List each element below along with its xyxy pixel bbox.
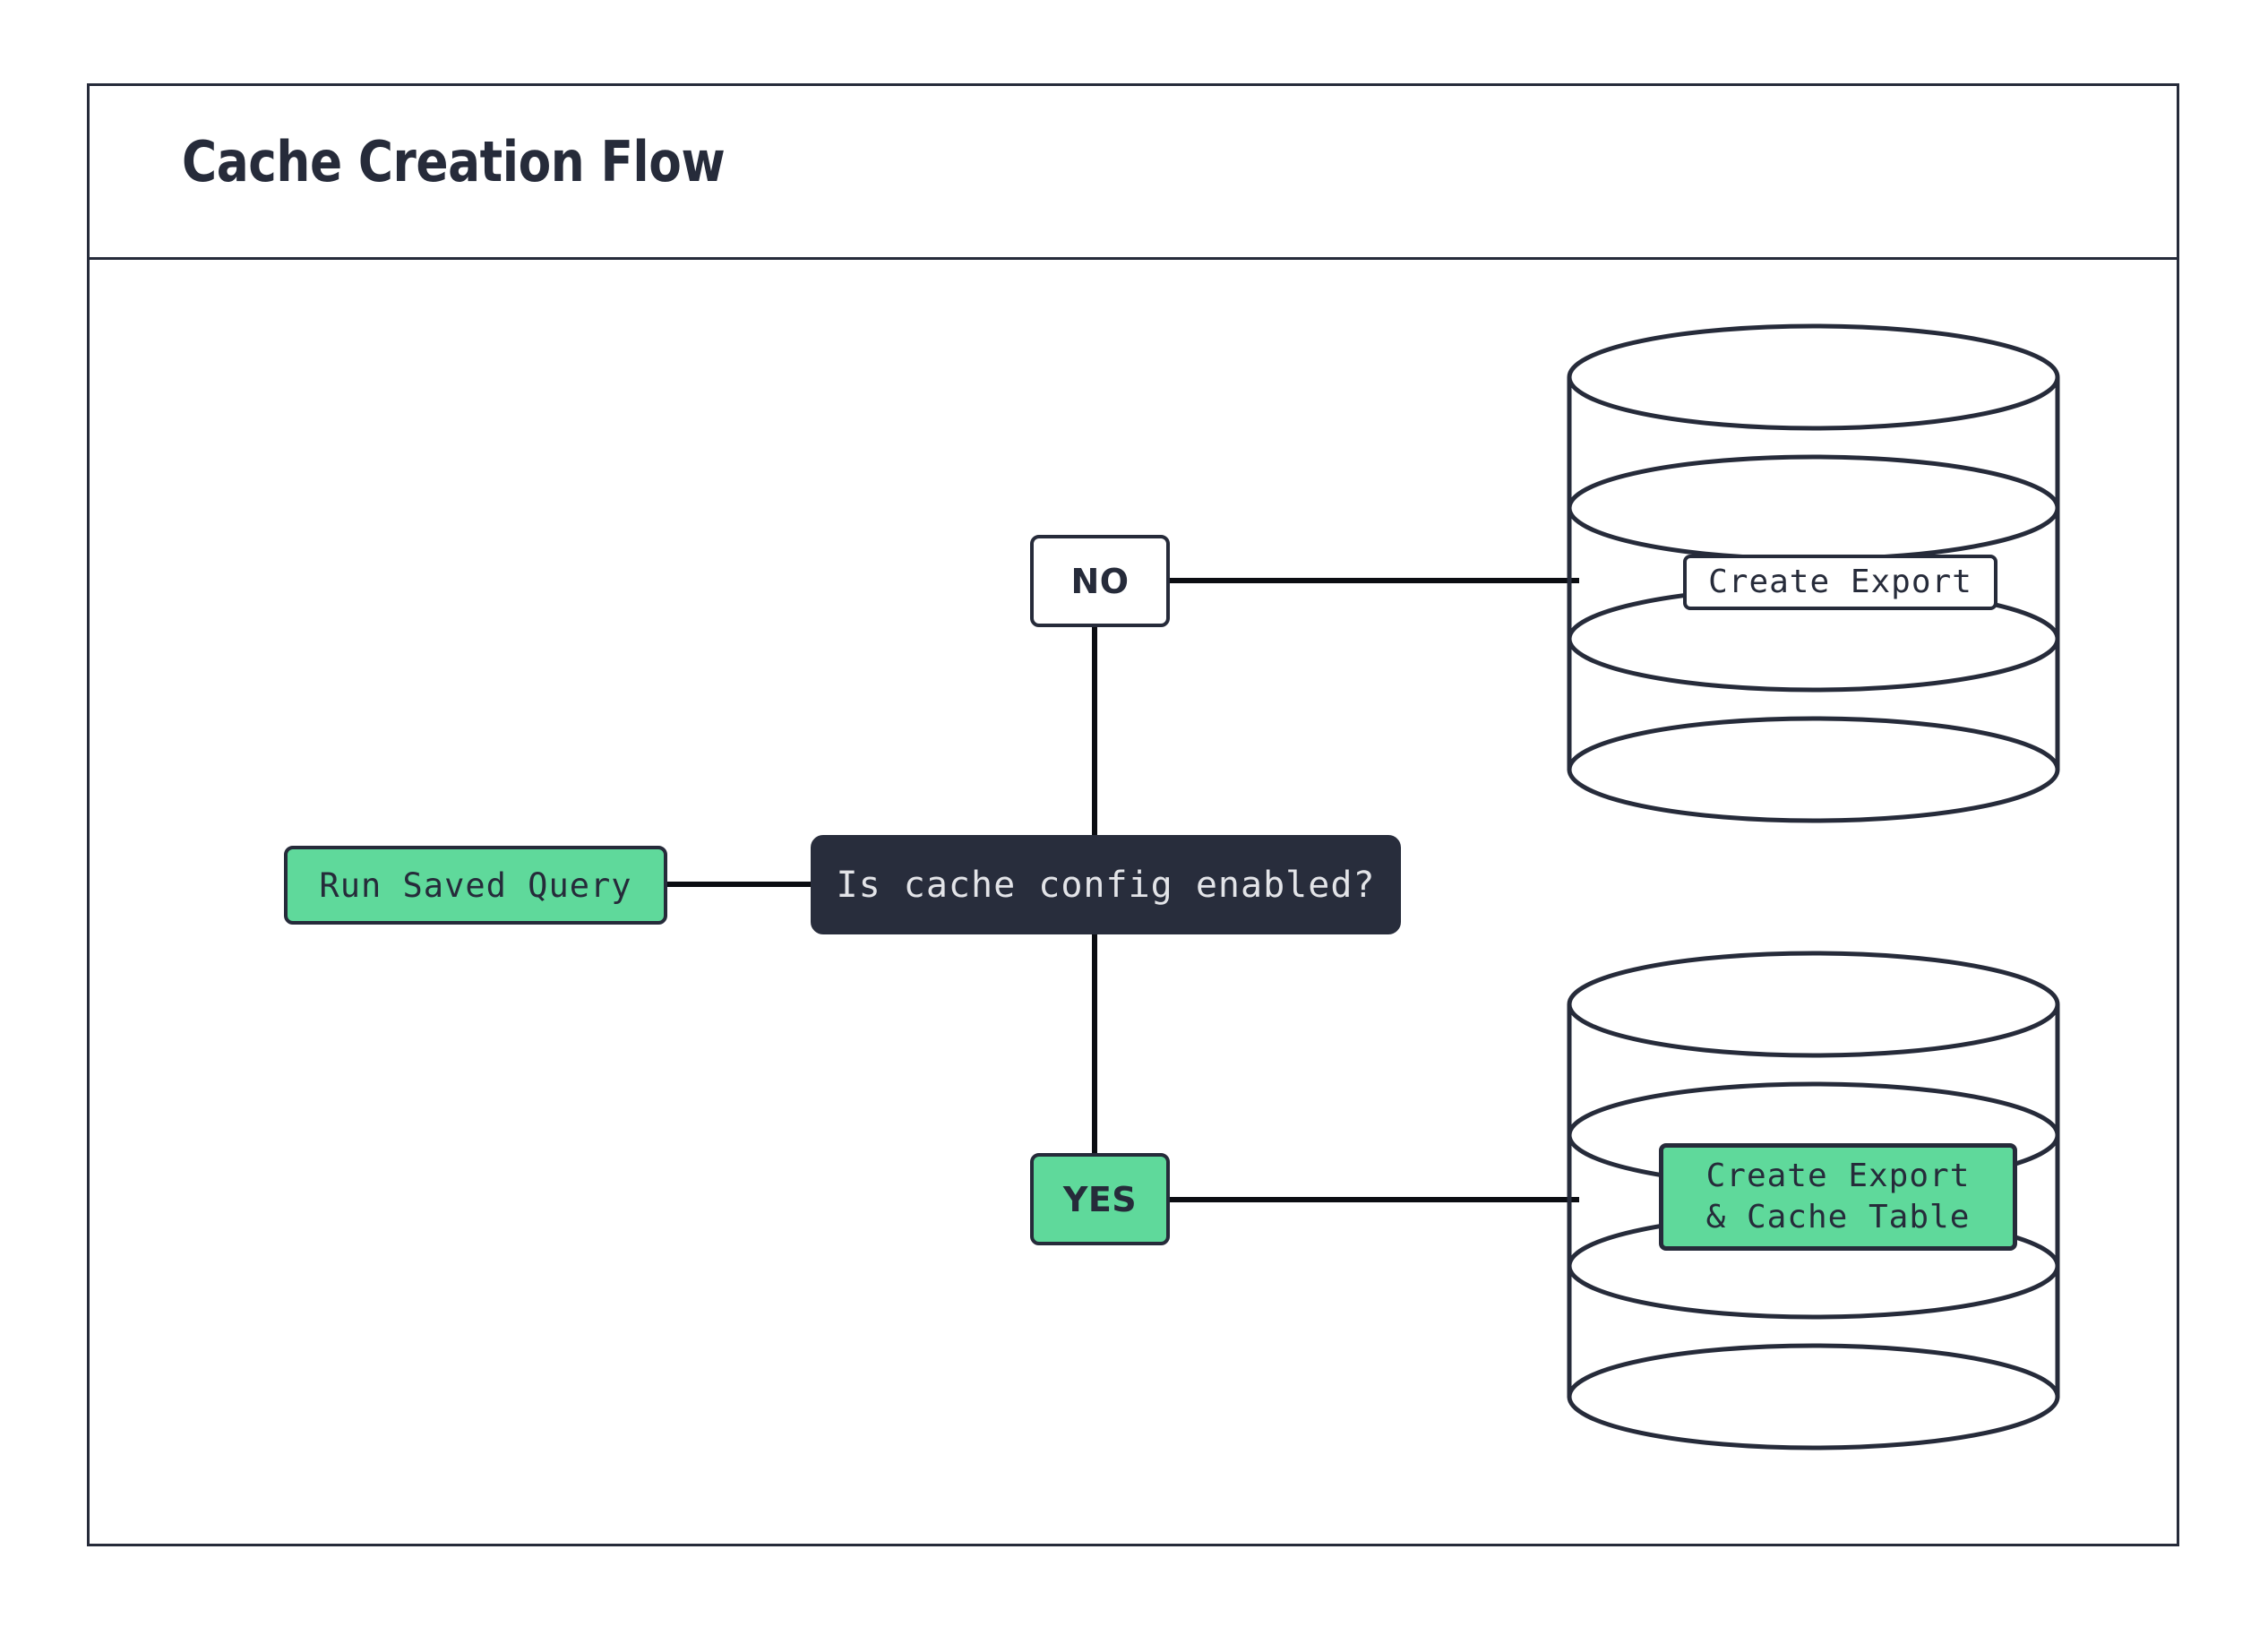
- database-bottom-label-line1: Create Export: [1705, 1157, 1971, 1194]
- edge-decision-to-no: [1092, 625, 1097, 839]
- database-bottom-label-line2: & Cache Table: [1705, 1199, 1971, 1235]
- page-title: Cache Creation Flow: [182, 129, 726, 194]
- node-decision-cache-config[interactable]: Is cache config enabled?: [811, 835, 1401, 934]
- node-decision-label: Is cache config enabled?: [836, 864, 1376, 906]
- database-top-label: Create Export: [1683, 555, 1997, 610]
- node-branch-yes-label: YES: [1062, 1179, 1138, 1219]
- diagram-title-bar: Cache Creation Flow: [90, 86, 2177, 260]
- node-branch-no[interactable]: NO: [1030, 535, 1170, 627]
- edge-run-query-to-decision: [667, 882, 812, 887]
- node-branch-yes[interactable]: YES: [1030, 1153, 1170, 1245]
- node-run-saved-query[interactable]: Run Saved Query: [284, 846, 667, 925]
- database-top-label-text: Create Export: [1708, 563, 1972, 600]
- edge-decision-to-yes: [1092, 932, 1097, 1156]
- edge-no-to-database-top: [1167, 578, 1579, 583]
- database-bottom-label: Create Export & Cache Table: [1659, 1143, 2017, 1251]
- edge-yes-to-database-bottom: [1167, 1197, 1579, 1202]
- node-run-saved-query-label: Run Saved Query: [319, 865, 632, 905]
- node-branch-no-label: NO: [1070, 561, 1130, 601]
